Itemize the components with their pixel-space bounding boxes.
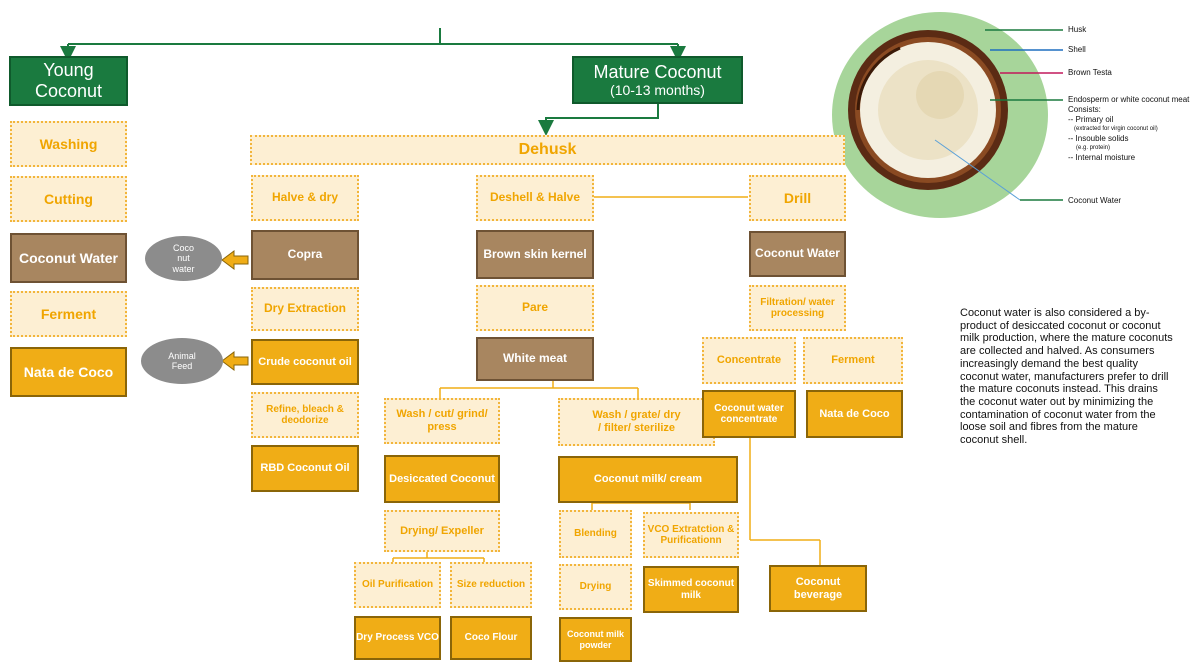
dry-extraction-box: Dry Extraction: [251, 287, 359, 331]
vco-extraction-label: VCO Extratction & Purificationn: [647, 523, 735, 547]
milk-cream-label: Coconut milk/ cream: [593, 473, 703, 486]
drill-nata-label: Nata de Coco: [819, 407, 890, 420]
drill-ferment-label: Ferment: [831, 354, 875, 367]
blending-box: Blending: [559, 510, 632, 558]
young-nata-label: Nata de Coco: [23, 363, 114, 380]
coconut-beverage-box: Coconut beverage: [769, 565, 867, 612]
filtration-box: Filtration/ water processing: [749, 285, 846, 331]
milk-powder-box: Coconut milk powder: [559, 617, 632, 662]
skimmed-milk-label: Skimmed coconut milk: [647, 578, 735, 601]
young-coconut-label: Young Coconut: [34, 60, 103, 101]
cutting-box: Cutting: [10, 176, 127, 222]
shell-label: Shell: [1068, 45, 1086, 54]
young-ferment-box: Ferment: [10, 291, 127, 337]
drying-label: Drying: [579, 581, 612, 593]
crude-oil-label: Crude coconut oil: [258, 355, 352, 368]
moisture-label: -- Internal moisture: [1068, 153, 1136, 162]
young-coconut-water-box: Coconut Water: [10, 233, 127, 283]
drill-box: Drill: [749, 175, 846, 221]
insoluble-note: (e.g. protein): [1076, 145, 1111, 151]
vco-extraction-box: VCO Extratction & Purificationn: [643, 512, 739, 558]
size-reduction-label: Size reduction: [456, 579, 526, 591]
white-meat-label: White meat: [502, 351, 567, 366]
consists-label: Consists:: [1068, 105, 1101, 114]
milk-powder-label: Coconut milk powder: [566, 629, 624, 650]
dry-process-vco-label: Dry Process VCO: [356, 632, 439, 644]
water-concentrate-box: Coconut water concentrate: [702, 390, 796, 438]
coconut-water-ellipse-label: Coco nut water: [172, 242, 195, 274]
drill-coconut-water-box: Coconut Water: [749, 231, 846, 277]
young-ferment-label: Ferment: [40, 305, 97, 322]
wash-grate-label: Wash / grate/ dry / filter/ sterilize: [592, 409, 681, 434]
drill-coconut-water-label: Coconut Water: [755, 246, 840, 261]
halve-dry-label: Halve & dry: [271, 190, 339, 205]
endosperm-label: Endosperm or white coconut meat: [1068, 95, 1190, 104]
animal-feed-ellipse: Animal Feed: [141, 338, 223, 384]
oil-purification-label: Oil Purification: [361, 579, 434, 591]
drill-label: Drill: [783, 189, 812, 206]
insoluble-label: -- Insouble solids: [1068, 134, 1129, 143]
mature-coconut-title: Mature Coconut: [593, 61, 722, 82]
white-meat-box: White meat: [476, 337, 594, 381]
animal-feed-label: Animal Feed: [168, 350, 196, 371]
water-concentrate-label: Coconut water concentrate: [714, 402, 784, 426]
rbd-oil-label: RBD Coconut Oil: [260, 462, 350, 475]
concentrate-label: Concentrate: [716, 354, 782, 367]
coconut-illustration: [832, 12, 1048, 218]
wash-cut-label: Wash / cut/ grind/ press: [396, 408, 488, 433]
washing-label: Washing: [39, 135, 98, 152]
husk-label: Husk: [1068, 25, 1087, 34]
young-nata-box: Nata de Coco: [10, 347, 127, 397]
copra-label: Copra: [287, 247, 323, 262]
filtration-label: Filtration/ water processing: [760, 296, 835, 320]
coconut-beverage-label: Coconut beverage: [793, 575, 843, 601]
dehusk-box: Dehusk: [250, 135, 845, 165]
concentrate-box: Concentrate: [702, 337, 796, 384]
coconut-water-ellipse: Coco nut water: [145, 236, 222, 281]
brown-skin-box: Brown skin kernel: [476, 230, 594, 279]
cutting-label: Cutting: [44, 190, 93, 207]
deshell-box: Deshell & Halve: [476, 175, 594, 221]
coco-flour-label: Coco Flour: [464, 632, 518, 644]
mature-coconut-sub: (10-13 months): [610, 82, 705, 99]
testa-label: Brown Testa: [1068, 68, 1112, 77]
refine-box: Refine, bleach & deodorize: [251, 392, 359, 438]
wash-cut-box: Wash / cut/ grind/ press: [384, 398, 500, 444]
side-note: Coconut water is also considered a by-pr…: [960, 307, 1173, 447]
skimmed-milk-box: Skimmed coconut milk: [643, 566, 739, 613]
pare-label: Pare: [521, 300, 549, 315]
rbd-oil-box: RBD Coconut Oil: [251, 445, 359, 492]
dehusk-label: Dehusk: [518, 140, 577, 158]
drying-box: Drying: [559, 564, 632, 610]
desiccated-label: Desiccated Coconut: [389, 472, 495, 485]
drill-ferment-box: Ferment: [803, 337, 903, 384]
mature-coconut-box: Mature Coconut (10-13 months): [572, 56, 743, 104]
size-reduction-box: Size reduction: [450, 562, 532, 608]
brown-skin-label: Brown skin kernel: [483, 246, 587, 261]
drill-nata-box: Nata de Coco: [806, 390, 903, 438]
oil-purification-box: Oil Purification: [354, 562, 441, 608]
primary-oil-label: -- Primary oil: [1068, 115, 1114, 124]
blending-label: Blending: [574, 528, 617, 540]
milk-cream-box: Coconut milk/ cream: [558, 456, 738, 503]
dry-extraction-label: Dry Extraction: [263, 301, 347, 316]
copra-box: Copra: [251, 230, 359, 280]
drying-expeller-label: Drying/ Expeller: [400, 524, 484, 537]
primary-oil-note: (extracted for virgin coconut oil): [1074, 126, 1158, 132]
anatomy-water-label: Coconut Water: [1068, 196, 1122, 205]
deshell-label: Deshell & Halve: [489, 190, 581, 205]
crude-oil-box: Crude coconut oil: [251, 339, 359, 385]
young-coconut-box: Young Coconut: [9, 56, 128, 106]
drying-expeller-box: Drying/ Expeller: [384, 510, 500, 552]
dry-process-vco-box: Dry Process VCO: [354, 616, 441, 660]
coco-flour-box: Coco Flour: [450, 616, 532, 660]
refine-label: Refine, bleach & deodorize: [266, 403, 344, 427]
washing-box: Washing: [10, 121, 127, 167]
desiccated-box: Desiccated Coconut: [384, 455, 500, 503]
wash-grate-box: Wash / grate/ dry / filter/ sterilize: [558, 398, 715, 446]
halve-dry-box: Halve & dry: [251, 175, 359, 221]
pare-box: Pare: [476, 285, 594, 331]
young-coconut-water-label: Coconut Water: [18, 249, 119, 266]
